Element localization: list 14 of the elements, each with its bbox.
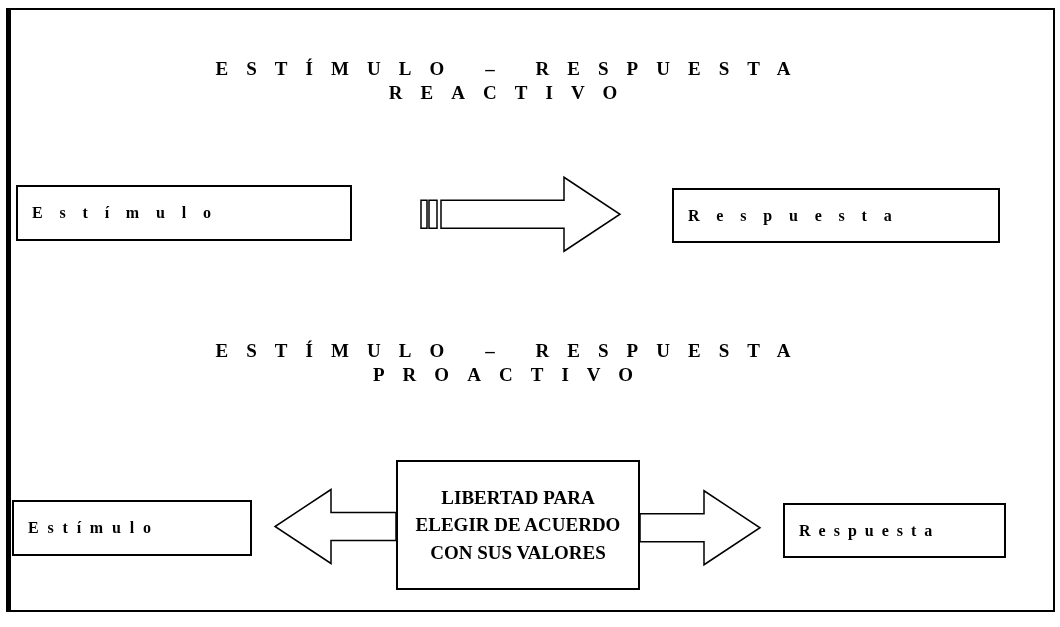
text-box [783, 503, 1006, 558]
node-text: LIBERTAD PARA ELEGIR DE ACUERDO CON SUS VALORES [414, 485, 622, 565]
text-box [16, 185, 352, 241]
text-box [12, 500, 252, 556]
heading-text: PROACTIVO [372, 364, 652, 386]
heading-text: REACTIVO [388, 82, 636, 104]
text-box [672, 188, 1000, 243]
node-text: Estímulo [32, 203, 228, 223]
heading-text: ESTÍMULO – RESPUESTA [215, 340, 809, 362]
node-text: Estímulo [28, 518, 160, 538]
node-text: Respuesta [688, 205, 909, 226]
heading-text: ESTÍMULO – RESPUESTA [215, 58, 809, 80]
text-box [396, 460, 640, 590]
node-text: Respuesta [799, 520, 941, 541]
